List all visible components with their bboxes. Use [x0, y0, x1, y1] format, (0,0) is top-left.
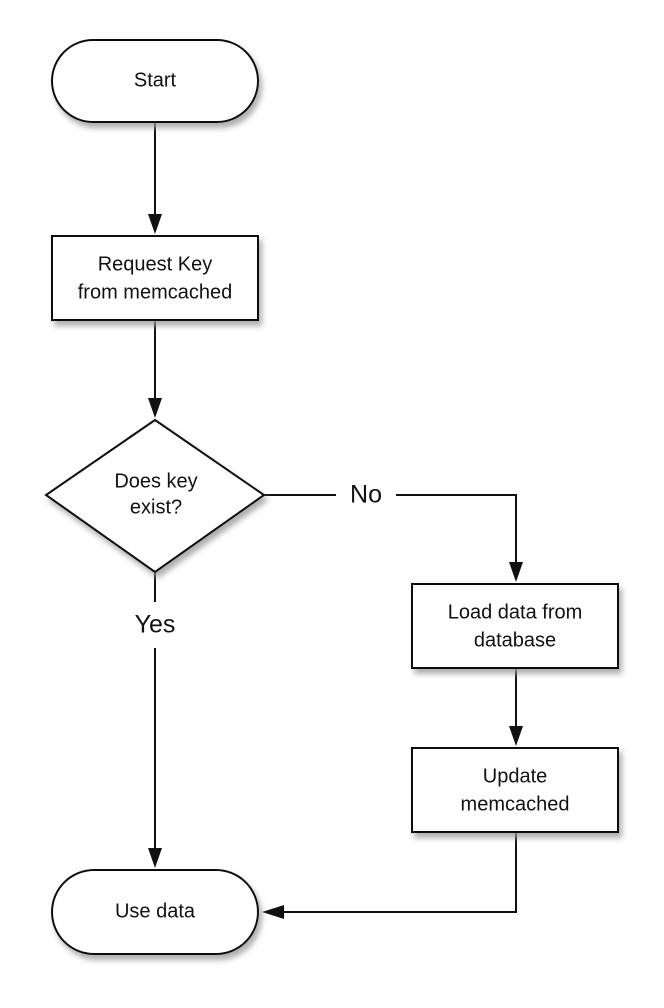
load-data-label-line2: database — [474, 629, 556, 651]
arrowhead-load — [509, 562, 523, 582]
use-data-terminal-shape — [51, 869, 259, 955]
arrowhead-request — [148, 214, 162, 234]
decision-diamond-shape — [44, 418, 266, 574]
request-key-shape — [51, 235, 259, 321]
edge-decision-no-to-load-2 — [396, 494, 517, 564]
update-memcached-shape — [411, 747, 619, 833]
edge-label-no: No — [350, 481, 382, 509]
start-label: Start — [134, 69, 177, 91]
node-update-memcached: Update memcached — [411, 747, 619, 833]
node-request-key: Request Key from memcached — [51, 235, 259, 321]
decision-label-line2: exist? — [130, 496, 182, 518]
edge-update-to-use — [282, 832, 517, 913]
update-memcached-label-line2: memcached — [461, 793, 570, 815]
arrowhead-decision — [148, 398, 162, 418]
node-load-data: Load data from database — [411, 583, 619, 669]
edge-label-yes: Yes — [135, 611, 176, 639]
start-terminal-shape — [51, 39, 259, 123]
arrowhead-use-from-update — [262, 905, 284, 919]
load-data-shape — [411, 583, 619, 669]
node-decision: Does key exist? — [44, 418, 266, 574]
arrowhead-update — [509, 726, 523, 746]
edges — [148, 122, 523, 919]
node-use-data: Use data — [51, 869, 259, 955]
request-key-label-line1: Request Key — [98, 253, 213, 275]
decision-label-line1: Does key — [114, 470, 197, 492]
update-memcached-label-line1: Update — [483, 765, 548, 787]
load-data-label-line1: Load data from — [448, 601, 583, 623]
use-data-label: Use data — [115, 900, 196, 922]
node-start: Start — [51, 39, 259, 123]
request-key-label-line2: from memcached — [78, 281, 233, 303]
arrowhead-use — [148, 848, 162, 868]
